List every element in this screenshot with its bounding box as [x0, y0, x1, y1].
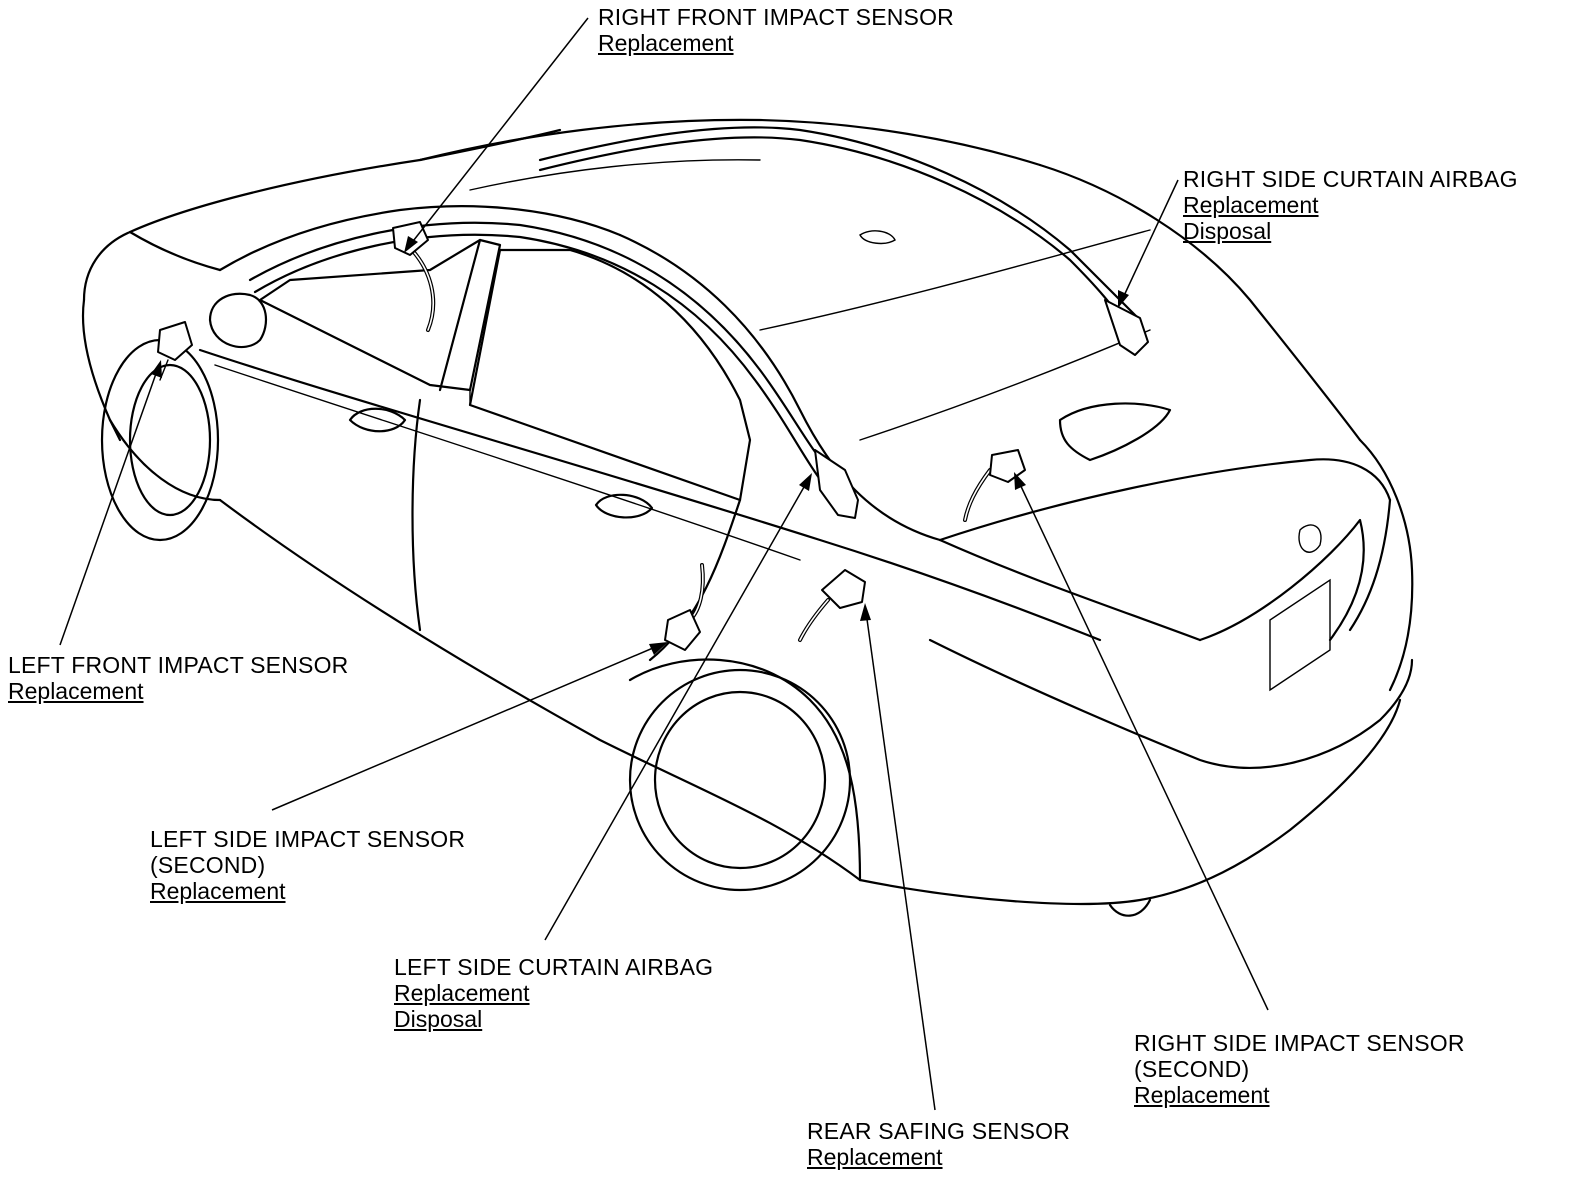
right-side-impact-sensor-shape: [963, 449, 1026, 522]
replacement-link[interactable]: Replacement: [598, 30, 734, 56]
left-curtain-airbag-shape: [248, 221, 859, 519]
disposal-link[interactable]: Disposal: [394, 1006, 483, 1032]
callout-rear-safing-sensor: REAR SAFING SENSOR Replacement: [807, 1118, 1070, 1170]
replacement-link[interactable]: Replacement: [1134, 1082, 1270, 1108]
car-body: [81, 118, 1414, 917]
leader-lines: [59, 17, 1269, 1111]
right-front-impact-sensor-shape: [392, 221, 436, 332]
replacement-link[interactable]: Replacement: [1183, 192, 1319, 218]
replacement-link[interactable]: Replacement: [394, 980, 530, 1006]
replacement-link[interactable]: Replacement: [8, 678, 144, 704]
callout-right-side-curtain-airbag: RIGHT SIDE CURTAIN AIRBAG Replacement Di…: [1183, 166, 1518, 244]
replacement-link[interactable]: Replacement: [807, 1144, 943, 1170]
callout-title: LEFT SIDE IMPACT SENSOR: [150, 826, 466, 852]
callout-title-line2: (SECOND): [1134, 1056, 1250, 1082]
callout-left-side-curtain-airbag: LEFT SIDE CURTAIN AIRBAG Replacement Dis…: [394, 954, 713, 1032]
callout-left-front-impact-sensor: LEFT FRONT IMPACT SENSOR Replacement: [8, 652, 348, 704]
rear-safing-sensor-shape: [798, 569, 866, 642]
callout-title: LEFT FRONT IMPACT SENSOR: [8, 652, 349, 678]
right-curtain-airbag-shape: [538, 126, 1149, 356]
callout-title: RIGHT FRONT IMPACT SENSOR: [598, 4, 954, 30]
callout-right-side-impact-sensor-second: RIGHT SIDE IMPACT SENSOR (SECOND) Replac…: [1134, 1030, 1465, 1108]
left-side-impact-sensor-shape: [664, 563, 705, 651]
callout-title: RIGHT SIDE CURTAIN AIRBAG: [1183, 166, 1518, 192]
replacement-link[interactable]: Replacement: [150, 878, 286, 904]
callout-title-line2: (SECOND): [150, 852, 266, 878]
callout-right-front-impact-sensor: RIGHT FRONT IMPACT SENSOR Replacement: [598, 4, 954, 56]
callout-left-side-impact-sensor-second: LEFT SIDE IMPACT SENSOR (SECOND) Replace…: [150, 826, 465, 904]
disposal-link[interactable]: Disposal: [1183, 218, 1272, 244]
callout-title: RIGHT SIDE IMPACT SENSOR: [1134, 1030, 1465, 1056]
callout-title: REAR SAFING SENSOR: [807, 1118, 1071, 1144]
callout-title: LEFT SIDE CURTAIN AIRBAG: [394, 954, 714, 980]
